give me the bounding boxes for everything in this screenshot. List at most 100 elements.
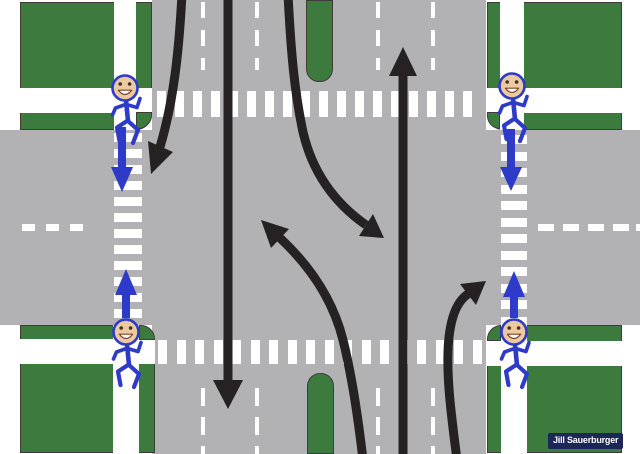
north-crosswalk-stripe <box>463 91 472 117</box>
lane-dash <box>431 2 435 18</box>
north-crosswalk-stripe <box>247 91 256 117</box>
center-line-dash <box>22 224 35 231</box>
lane-dash <box>376 388 380 406</box>
center-line-dash <box>588 224 604 231</box>
sidewalk-northeast-horizontal <box>487 88 622 113</box>
lane-dash <box>255 30 259 46</box>
center-line-dash <box>46 224 59 231</box>
lane-dash <box>376 30 380 46</box>
east-crosswalk-stripe <box>501 267 527 276</box>
sidewalk-southwest-horizontal <box>20 339 155 364</box>
east-crosswalk-stripe <box>501 300 527 309</box>
lane-dash <box>255 58 259 70</box>
south-crosswalk-stripe <box>398 340 408 364</box>
north-crosswalk-stripe <box>373 91 382 117</box>
north-crosswalk-stripe <box>229 91 238 117</box>
center-line-dash <box>636 224 640 231</box>
north-crosswalk-stripe <box>319 91 328 117</box>
lane-dash <box>431 446 435 454</box>
south-crosswalk-stripe <box>361 340 371 364</box>
south-crosswalk-stripe <box>454 340 463 364</box>
lane-dash <box>201 388 205 406</box>
south-crosswalk-stripe <box>306 340 315 364</box>
lane-dash <box>201 30 205 46</box>
east-crosswalk-stripe <box>501 135 527 144</box>
south-crosswalk-stripe <box>435 340 445 364</box>
south-crosswalk-stripe <box>158 340 167 364</box>
lane-dash <box>376 2 380 18</box>
west-crosswalk-stripe <box>114 293 142 302</box>
west-crosswalk-stripe <box>114 181 142 190</box>
west-crosswalk-stripe <box>114 261 142 270</box>
east-crosswalk-stripe <box>501 217 527 227</box>
north-crosswalk-stripe <box>157 91 166 117</box>
lane-dash <box>376 58 380 70</box>
north-crosswalk-stripe <box>265 91 274 117</box>
median-island-south <box>307 373 334 454</box>
south-crosswalk-stripe <box>472 340 482 364</box>
lane-dash <box>201 58 205 70</box>
center-line-dash <box>613 224 629 231</box>
east-crosswalk-stripe <box>501 250 527 260</box>
west-crosswalk-stripe <box>114 229 142 238</box>
lane-dash <box>431 58 435 70</box>
lane-dash <box>431 417 435 435</box>
south-crosswalk-stripe <box>232 340 241 364</box>
sidewalk-southeast-horizontal <box>487 341 622 366</box>
lane-dash <box>431 30 435 46</box>
lane-dash <box>255 388 259 406</box>
south-crosswalk-stripe <box>417 340 426 364</box>
curb-corner-northeast <box>487 112 500 129</box>
median-island-north <box>306 0 333 82</box>
signature-credit: Jill Sauerburger <box>548 433 624 449</box>
south-crosswalk-stripe <box>269 340 278 364</box>
east-crosswalk-stripe <box>501 184 527 194</box>
lane-dash <box>255 446 259 454</box>
center-line-dash <box>70 224 83 231</box>
north-crosswalk-stripe <box>175 91 184 117</box>
east-crosswalk-stripe <box>501 316 527 326</box>
south-crosswalk-stripe <box>195 340 204 364</box>
south-crosswalk-stripe <box>287 340 297 364</box>
west-crosswalk-stripe <box>114 245 142 254</box>
lane-dash <box>201 2 205 18</box>
west-crosswalk-stripe <box>114 133 142 142</box>
east-crosswalk-stripe <box>501 283 527 293</box>
west-crosswalk-stripe <box>114 213 142 222</box>
curb-corner-northwest <box>136 112 152 129</box>
south-crosswalk-stripe <box>176 340 186 364</box>
north-crosswalk-stripe <box>445 91 454 117</box>
lane-dash <box>376 446 380 454</box>
north-crosswalk-stripe <box>211 91 220 117</box>
west-crosswalk-stripe <box>114 149 142 158</box>
curb-corner-southeast <box>487 325 501 341</box>
south-crosswalk-stripe <box>213 340 223 364</box>
east-crosswalk-stripe <box>501 168 527 177</box>
east-crosswalk-stripe <box>501 151 527 161</box>
center-line-dash <box>563 224 579 231</box>
north-crosswalk-stripe <box>337 91 346 117</box>
north-crosswalk-stripe <box>283 91 292 117</box>
west-crosswalk-stripe <box>114 277 142 286</box>
south-crosswalk-stripe <box>250 340 260 364</box>
north-crosswalk-stripe <box>193 91 202 117</box>
center-line-dash <box>538 224 554 231</box>
south-crosswalk-stripe <box>380 340 389 364</box>
west-crosswalk-stripe <box>114 309 142 318</box>
south-crosswalk-stripe <box>343 340 352 364</box>
north-crosswalk-stripe <box>391 91 400 117</box>
lane-dash <box>201 446 205 454</box>
lane-dash <box>431 388 435 406</box>
west-crosswalk-stripe <box>114 197 142 206</box>
lane-dash <box>376 417 380 435</box>
west-crosswalk-stripe <box>114 165 142 174</box>
lane-dash <box>255 417 259 435</box>
south-crosswalk-stripe <box>324 340 334 364</box>
sidewalk-northwest-horizontal <box>20 88 152 113</box>
north-crosswalk-stripe <box>427 91 436 117</box>
east-crosswalk-stripe <box>501 201 527 210</box>
lane-dash <box>201 417 205 435</box>
lane-dash <box>255 2 259 18</box>
north-crosswalk-stripe <box>355 91 364 117</box>
